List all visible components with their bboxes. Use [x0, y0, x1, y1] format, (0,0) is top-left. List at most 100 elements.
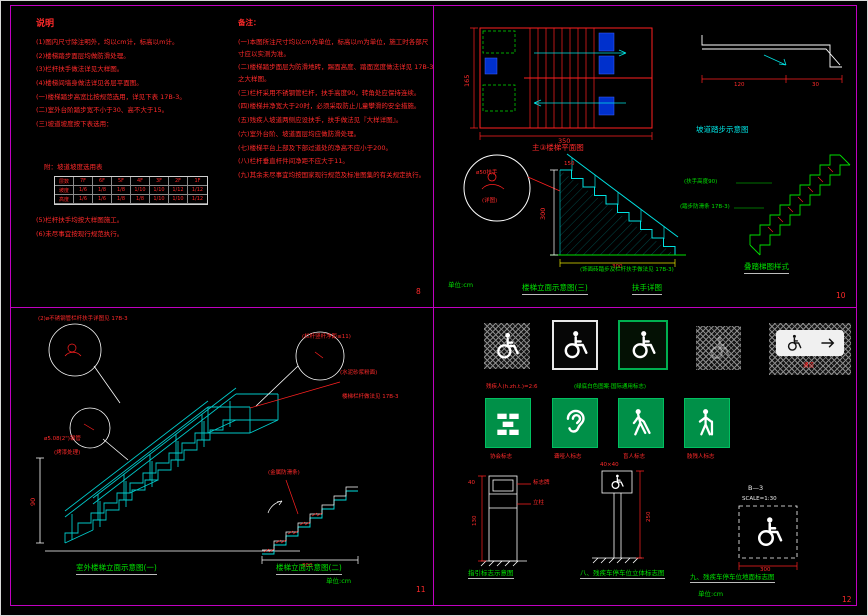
ear-icon: [558, 406, 592, 440]
table-row: 坡度 1/6 1/8 1/8 1/10 1/10 1/12 1/12: [55, 186, 207, 195]
unit-label: 单位:cm: [326, 577, 352, 585]
ramp-dim-2: 30: [812, 82, 819, 88]
table-header-cell: 5F: [112, 177, 131, 186]
note-line: (3)栏杆扶手做法详见大样图。: [36, 65, 124, 74]
iso-stair-label-one: 室外楼梯立面示意图(一): [76, 563, 157, 575]
page-number: 11: [416, 585, 426, 594]
page-number: 10: [836, 291, 846, 300]
notes-left-list: (1)图内尺寸除注明外，均以cm计，标高以m计。(2)楼梯踏步面层均做防滑处理。…: [36, 37, 226, 133]
passage-label: 通道: [803, 363, 815, 369]
note-line: (一)楼梯踏步高宽比按规范选用，详见下表 17B-3。: [36, 92, 186, 101]
note-line: (5)栏杆扶手均按大样图施工。: [36, 216, 124, 224]
table-header-cell: 7F: [74, 177, 93, 186]
handrail-label: 扶手详图: [632, 283, 662, 295]
row1-caption-green: (绿底白色图案·国际通用标志): [574, 384, 647, 390]
sign-label-physical: 肢残人标志: [687, 454, 715, 460]
anno-antislip: (金属防滑条): [268, 470, 300, 476]
d2-dim-a: 40×40: [600, 462, 619, 468]
table-cell: 1/6: [74, 195, 93, 204]
remark-line: (二)楼梯踏步面层为防滑地砖，踢面高度、踏面宽度做法详见 17B-3 之大样图。: [238, 63, 434, 84]
table-header-cell: 2F: [169, 177, 188, 186]
sign-physically-disabled: [684, 398, 730, 448]
notes-post-list: (5)栏杆扶手均按大样图施工。 (6)未尽事宜按现行规范执行。: [36, 215, 226, 242]
table-cell: 1/10: [150, 195, 169, 204]
page-number: 12: [842, 595, 852, 604]
d1-dim-b: 130: [472, 515, 478, 527]
d3-code: B—3: [748, 484, 764, 492]
table-header-cell: 层数: [55, 177, 74, 186]
ramp-dim-1: 120: [734, 82, 745, 88]
rise-dim: 150: [564, 161, 575, 167]
table-row: 高度 1/6 1/6 1/8 1/8 1/10 1/10 1/12: [55, 195, 207, 204]
run-dim: 300: [612, 264, 623, 270]
note-line: (二)室外台阶踏步宽不小于30、高不大于15。: [36, 106, 169, 115]
height-dim: 300: [539, 207, 547, 220]
sign-hearing-impaired: [552, 398, 598, 448]
d1-note-plate: 标志牌: [533, 480, 550, 486]
table-cell: 1/10: [150, 186, 169, 195]
table-cell: 1/8: [112, 195, 131, 204]
sheet-divider-horizontal: [10, 307, 857, 308]
iso-stair-label-two: 楼梯立面示意图(二): [276, 563, 342, 575]
remark-line: (三)栏杆采用不锈钢管栏杆，扶手高度90，转角处应保持连续。: [238, 88, 421, 97]
page-number: 8: [416, 287, 421, 296]
wheelchair-icon: [607, 473, 627, 491]
step-dim: 300: [302, 563, 313, 569]
remark-line: (七)楼梯平台上部及下部过道处的净高不应小于200。: [238, 143, 392, 152]
row1-caption-red: 残疾人(h.zh.t.)=2:6: [486, 384, 538, 390]
d2-label: 八、残疾车停车位立体标志图: [580, 569, 665, 580]
sign-wheelchair-white-frame: [552, 320, 598, 370]
sign-label-association: 协会标志: [490, 454, 513, 460]
pattern-note-2: (踏步防滑条 17B-3): [680, 204, 730, 210]
anno-spacing: (栏杆竖杆净距≤11): [302, 334, 351, 340]
remark-line: (九)其余未尽事宜均按国家现行规范及标准图集的有关规定执行。: [238, 170, 426, 179]
sign-association: [485, 398, 531, 448]
note-line: (6)未尽事宜按现行规范执行。: [36, 229, 124, 238]
isometric-stair-linework: [36, 323, 359, 564]
table-cell: 1/8: [112, 186, 131, 195]
sign-passage-direction: 通道: [769, 323, 851, 375]
table-header-cell: 6F: [93, 177, 112, 186]
note-line: (三)坡道坡度按下表选用：: [36, 120, 113, 129]
wheelchair-icon: [491, 330, 523, 362]
sign-wheelchair-hatched: [484, 323, 530, 369]
table-header-cell: 3F: [150, 177, 169, 186]
unit-label: 单位:cm: [448, 281, 474, 289]
sheet-divider-vertical: [433, 5, 434, 606]
wheelchair-icon: [784, 333, 804, 353]
wheelchair-icon: [751, 512, 787, 552]
table-cell: 1/10: [131, 186, 150, 195]
table-body: 坡度 1/6 1/8 1/8 1/10 1/10 1/12 1/12 高度 1/…: [55, 186, 207, 204]
stair-plan-section-linework: [463, 27, 851, 267]
table-caption: 附：坡道坡度选用表: [44, 163, 103, 171]
remark-line: (八)栏杆垂直杆件间净距不应大于11。: [238, 157, 349, 166]
note-line: (4)楼梯间墙身做法详见各层平面图。: [36, 79, 143, 88]
ramp-label: 坡道踏步示意图: [696, 125, 749, 134]
d3-dim: 300: [760, 567, 771, 573]
sign-detail-linework: [478, 470, 798, 570]
section-note: (饰面砖踏步及栏杆扶手做法见 17B-3): [580, 267, 674, 273]
d3-scale: SCALE=1:30: [742, 496, 777, 502]
table-cell: 1/12: [169, 186, 188, 195]
table-cell: 1/8: [131, 195, 150, 204]
tactile-paving-icon: [492, 407, 524, 439]
table-cell: 坡度: [55, 186, 74, 195]
sheet-isometric-stairs: (2)ø不锈钢管栏杆扶手详图见 17B-3 (栏杆竖杆净距≤11) (水泥砂浆粉…: [10, 308, 434, 611]
table-cell: 高度: [55, 195, 74, 204]
note-line: (2)楼梯踏步面层均做防滑处理。: [36, 51, 130, 60]
sheet-stair-plan-section: 主③楼梯平面图 350 165 ø50扶手 (详图) 150 300 300 坡…: [434, 5, 858, 308]
anno-rail: (2)ø不锈钢管栏杆扶手详图见 17B-3: [38, 316, 128, 322]
pattern-note-1: (扶手高度90): [684, 179, 718, 185]
plan-width-dim: 350: [558, 137, 571, 145]
handrail-detail-ref: (详图): [482, 198, 498, 204]
table-header-cell: 4F: [131, 177, 150, 186]
d1-label: 指引标志示意图: [468, 569, 514, 580]
anno-cement: (水泥砂浆粉面): [340, 370, 378, 376]
d3-label: 九、残疾车停车位地面标志图: [690, 573, 775, 584]
sheet-accessibility-signs: 通道 残疾人(h.zh.t.)=2:6 (绿底白色图案·国际通用标志) 协会标志…: [434, 308, 858, 611]
sign-wheelchair-green-frame: [618, 320, 668, 370]
d2-dim-b: 250: [646, 511, 652, 523]
d1-note-post: 立柱: [533, 500, 545, 506]
